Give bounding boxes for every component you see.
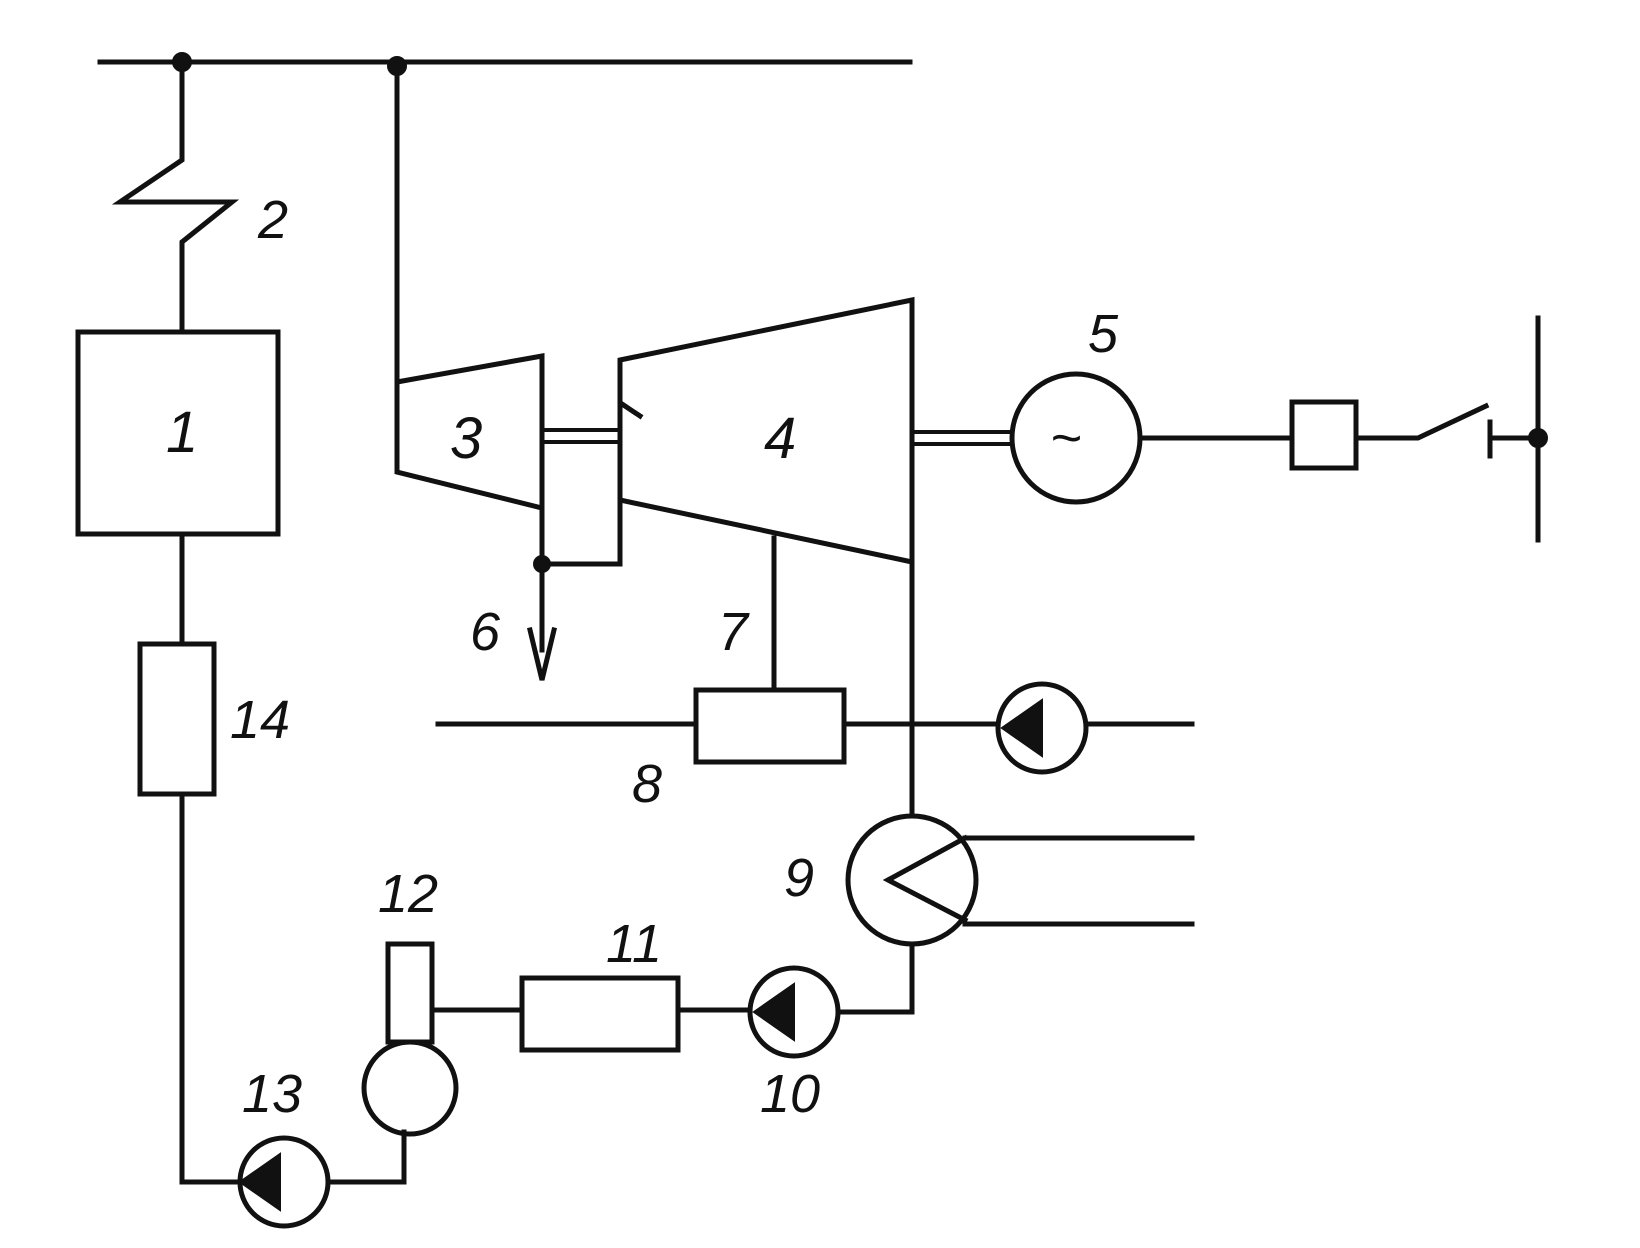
label-lp-turbine: 4 xyxy=(764,406,796,471)
feed-pump xyxy=(237,1129,407,1229)
generator xyxy=(1009,315,1548,543)
heater-box xyxy=(693,687,847,765)
transformer-box xyxy=(1289,399,1359,471)
label-condenser: 9 xyxy=(784,848,814,908)
condenser xyxy=(845,559,1195,947)
heater-line xyxy=(435,535,1195,775)
heater-pump xyxy=(995,681,1089,775)
label-condensate-pump: 10 xyxy=(760,1064,820,1124)
hp-heater-box xyxy=(137,641,217,797)
shaft xyxy=(539,428,1012,567)
label-feed-pump: 13 xyxy=(242,1064,302,1124)
label-heater: 8 xyxy=(632,754,662,814)
condensate-pump xyxy=(747,941,915,1059)
deaerator xyxy=(361,941,523,1137)
lp-turbine xyxy=(617,296,915,566)
generator-symbol: ~ xyxy=(1050,408,1082,468)
label-hp-turbine: 3 xyxy=(450,406,482,471)
label-superheater: 2 xyxy=(257,190,288,250)
extraction-arrow xyxy=(526,555,558,681)
label-deaerator: 12 xyxy=(378,864,438,924)
label-extraction-heater: 7 xyxy=(718,602,750,662)
label-boiler: 1 xyxy=(166,400,198,465)
label-generator: 5 xyxy=(1088,304,1119,364)
label-lp-heater: 11 xyxy=(606,914,662,974)
label-hp-heater: 14 xyxy=(230,690,290,750)
boiler-branch xyxy=(75,59,281,1185)
boiler-box xyxy=(75,329,281,537)
steam-header xyxy=(97,52,913,76)
label-extraction: 6 xyxy=(470,602,501,662)
lp-heater-box xyxy=(519,975,681,1053)
